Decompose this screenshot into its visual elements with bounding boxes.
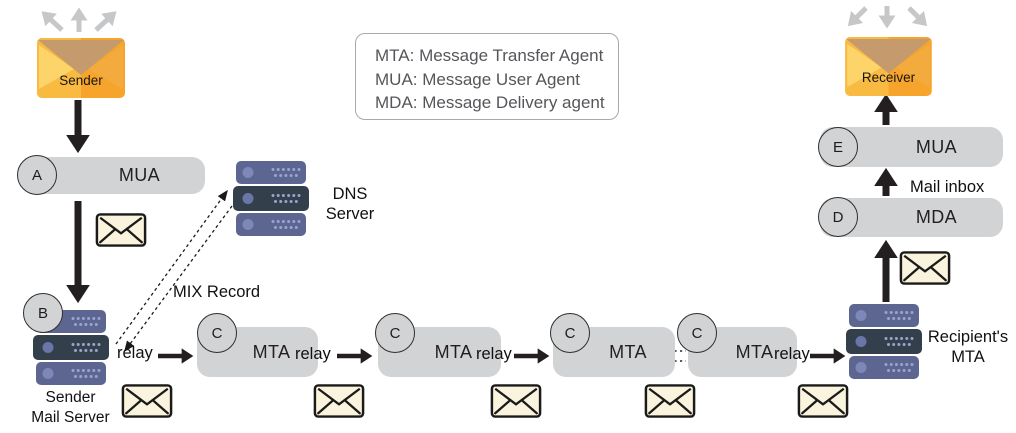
receiver-label: Receiver <box>861 70 916 85</box>
dns-server-label: DNS Server <box>325 185 375 223</box>
relay-label-2: relay <box>295 345 331 363</box>
sender-envelope-icon <box>37 38 125 98</box>
receiver-envelope-icon <box>845 37 932 96</box>
relay-label-3: relay <box>476 345 512 363</box>
badge-c2: C <box>375 313 415 353</box>
relay-label-1: relay <box>117 344 153 362</box>
envelope-icon <box>95 213 147 247</box>
node-mua-a-label: MUA <box>118 165 161 185</box>
receiver-broadcast-arrows-icon <box>847 6 928 29</box>
badge-e: E <box>818 127 858 167</box>
envelope-icon <box>644 384 696 418</box>
badge-c4: C <box>677 313 717 353</box>
node-mda-label: MDA <box>915 207 958 227</box>
node-mua-a: MUA <box>28 157 205 194</box>
envelope-icon <box>121 384 173 418</box>
legend-line-mta: MTA: Message Transfer Agent <box>375 46 604 65</box>
legend-line-mda: MDA: Message Delivery agent <box>375 93 605 112</box>
badge-c3: C <box>550 313 590 353</box>
legend-line-mua: MUA: Message User Agent <box>375 69 581 89</box>
envelope-icon <box>899 251 951 285</box>
badge-b: B <box>23 293 63 333</box>
badge-c1: C <box>197 313 237 353</box>
mix-record-label: MIX Record <box>173 283 261 301</box>
relay-label-4: relay <box>774 345 810 363</box>
dns-query-arrow <box>115 189 228 345</box>
sender-broadcast-arrows-icon <box>41 7 117 32</box>
mail-inbox-label: Mail inbox <box>910 178 985 196</box>
sender-label: Sender <box>59 73 103 88</box>
envelope-icon <box>490 384 542 418</box>
envelope-icon <box>797 384 849 418</box>
dns-server-icon <box>233 161 309 237</box>
badge-d: D <box>818 197 858 237</box>
node-mua-e-label: MUA <box>915 136 958 157</box>
dns-response-arrow <box>124 205 233 353</box>
recipient-mta-label: Recipient's MTA <box>927 328 1009 366</box>
recipient-mta-server-icon <box>846 304 922 380</box>
envelope-icon <box>313 384 365 418</box>
sender-mail-server-label: Sender Mail Server <box>31 389 110 426</box>
badge-a: A <box>17 155 57 195</box>
legend-box: MTA: Message Transfer Agent MUA: Message… <box>355 33 619 120</box>
